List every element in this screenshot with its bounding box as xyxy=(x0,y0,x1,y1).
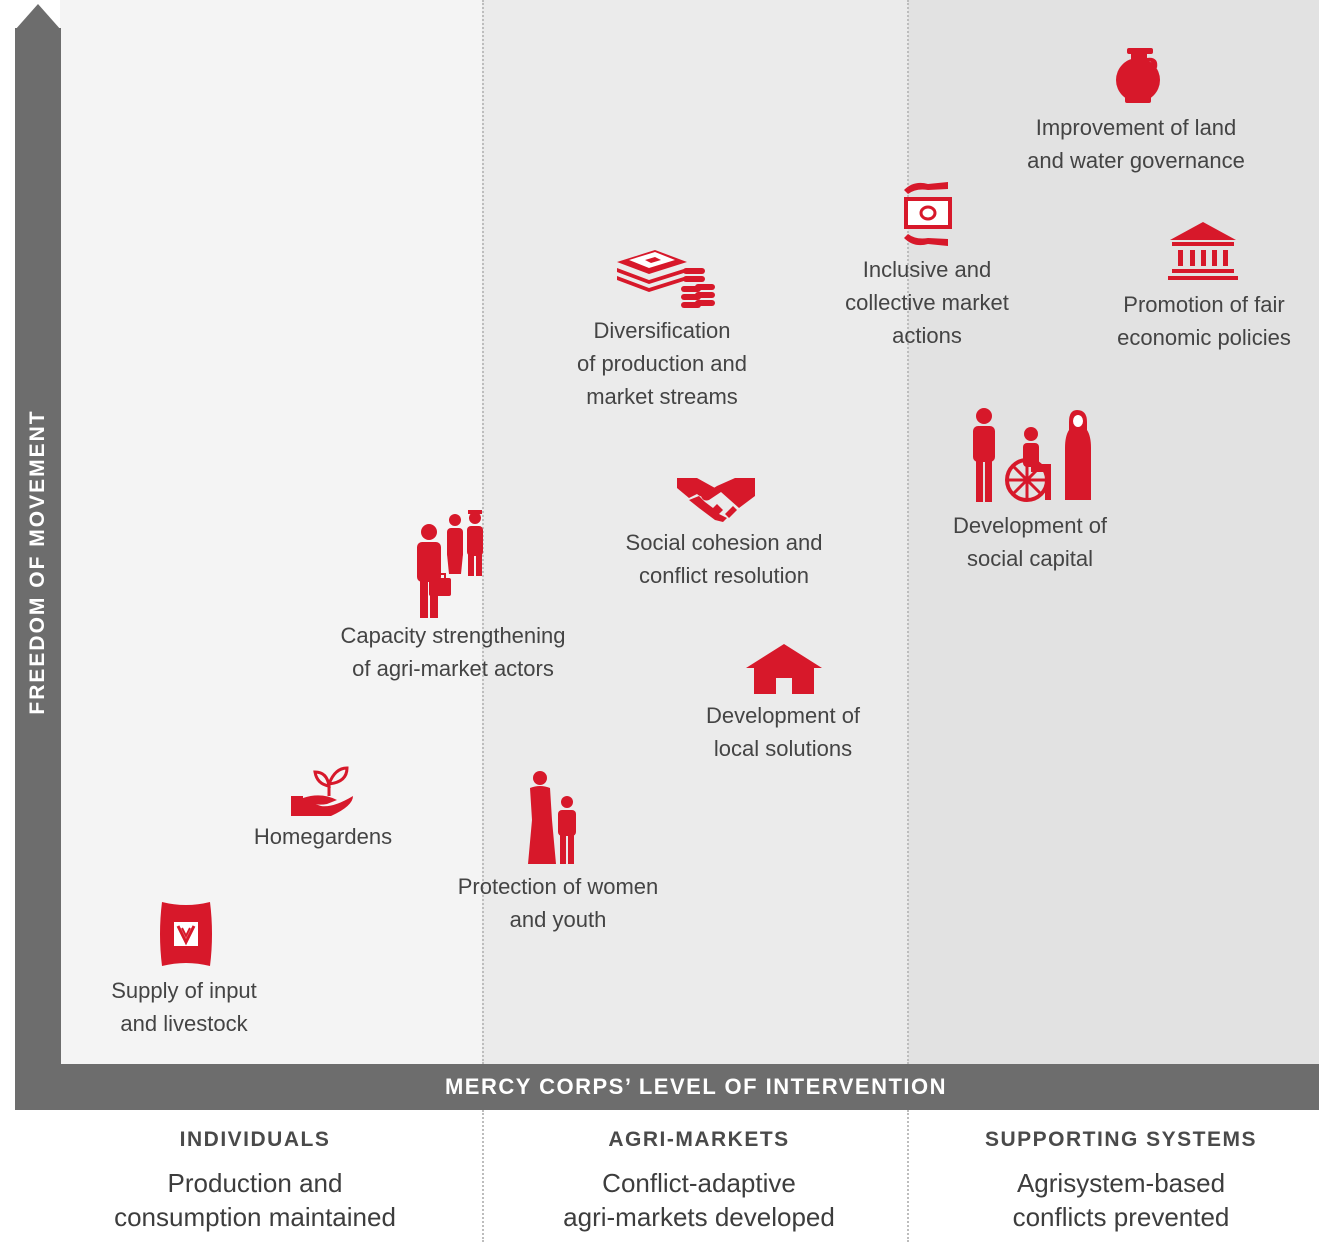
column-supporting-systems: SUPPORTING SYSTEMS Agrisystem-based conf… xyxy=(985,1128,1257,1234)
government-building-icon xyxy=(1168,222,1238,280)
money-coins-icon xyxy=(615,248,715,308)
column-subtitle-line: consumption maintained xyxy=(114,1202,396,1232)
seed-bag-icon xyxy=(158,902,214,966)
y-axis-title: FREEDOM OF MOVEMENT xyxy=(26,409,49,715)
column-individuals: INDIVIDUALS Production and consumption m… xyxy=(114,1128,396,1234)
diversification-label: Diversification of production and market… xyxy=(576,318,748,409)
y-axis-bar xyxy=(15,28,61,1110)
divider-line xyxy=(482,1110,484,1242)
social-cohesion-label: Social cohesion and conflict resolution xyxy=(625,530,823,588)
women-youth-label: Protection of women and youth xyxy=(457,874,659,932)
column-subtitle-line: Production and xyxy=(167,1168,343,1198)
column-subtitle-line: Conflict-adaptive xyxy=(602,1168,796,1198)
woman-child-icon xyxy=(526,770,580,866)
hands-money-icon xyxy=(902,180,954,248)
column-subtitle-line: agri-markets developed xyxy=(563,1202,835,1232)
column-agri-markets: AGRI-MARKETS Conflict-adaptive agri-mark… xyxy=(563,1128,835,1234)
social-capital-label: Development of social capital xyxy=(952,513,1108,571)
x-axis-bar xyxy=(15,1064,1319,1110)
y-axis-arrow xyxy=(15,4,61,30)
column-subtitle-line: Agrisystem-based xyxy=(1016,1168,1226,1198)
fair-policies-label: Promotion of fair economic policies xyxy=(1117,292,1291,350)
column-heading: AGRI-MARKETS xyxy=(608,1128,790,1151)
supply-input-label: Supply of input and livestock xyxy=(111,978,257,1036)
column-subtitle-line: conflicts prevented xyxy=(1012,1202,1230,1232)
land-water-governance-label: Improvement of land and water governance xyxy=(1027,115,1245,173)
x-axis-title: MERCY CORPS’ LEVEL OF INTERVENTION xyxy=(444,1074,948,1099)
inclusive-market-label: Inclusive and collective market actions xyxy=(845,257,1009,348)
supporting-systems-zone xyxy=(908,0,1319,1064)
local-solutions-label: Development of local solutions xyxy=(705,703,861,761)
community-people-icon xyxy=(969,408,1093,504)
divider-line xyxy=(907,1110,909,1242)
divider-line xyxy=(907,0,909,1064)
house-icon xyxy=(746,644,822,694)
agri-markets-zone xyxy=(482,0,908,1064)
homegardens-label: Homegardens xyxy=(253,824,393,849)
individuals-zone xyxy=(60,0,482,1064)
handshake-icon xyxy=(677,474,755,524)
column-heading: INDIVIDUALS xyxy=(179,1128,331,1151)
seedling-hand-icon xyxy=(291,766,355,820)
workers-group-icon xyxy=(415,508,487,620)
water-jar-icon xyxy=(1113,48,1163,104)
capacity-strengthening-label: Capacity strengthening of agri-market ac… xyxy=(340,623,566,681)
column-heading: SUPPORTING SYSTEMS xyxy=(984,1128,1258,1151)
